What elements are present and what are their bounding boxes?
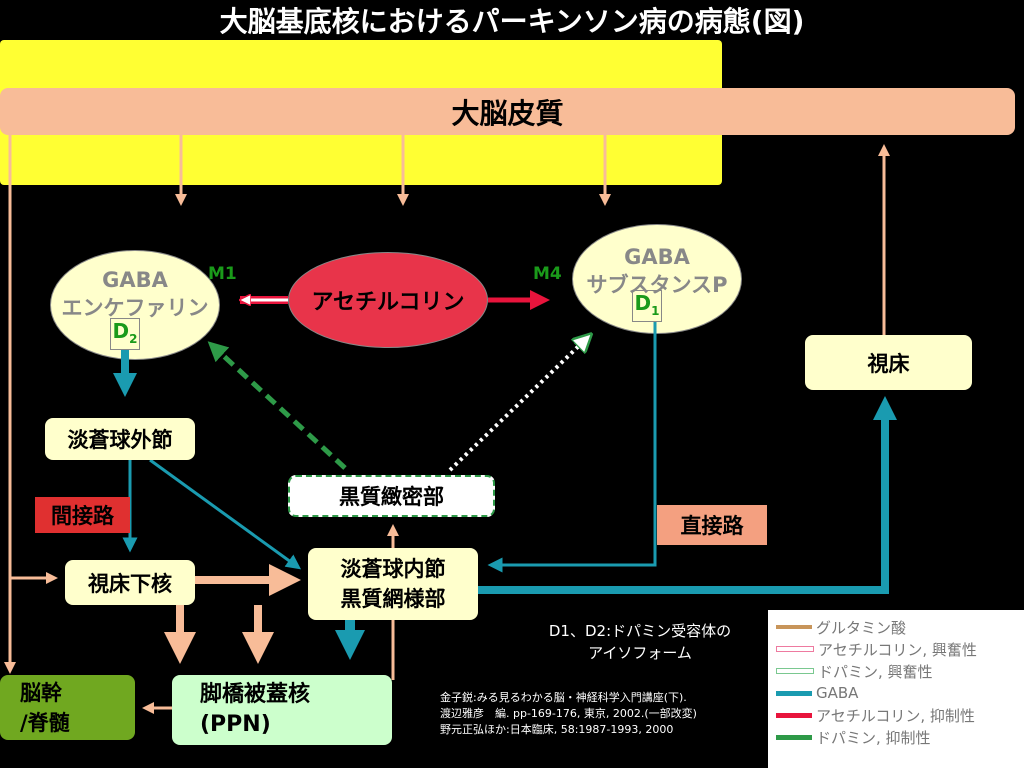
substance-p-neuron: GABA サブスタンスP [572, 224, 742, 334]
note-line2: アイソフォーム [588, 644, 692, 662]
arrow-icon [776, 668, 814, 674]
thalamus-box: 視床 [805, 335, 972, 390]
gpi-label: 淡蒼球内節 [340, 557, 446, 581]
right-cell-line1: GABA [624, 245, 690, 269]
note-line1: D1、D2:ドパミン受容体の [548, 622, 732, 640]
arrow-icon [776, 712, 812, 718]
m4-label: M4 [533, 264, 562, 284]
arrow-icon [776, 625, 812, 629]
reference: 野元正弘ほか:日本臨床, 58:1987-1993, 2000 [440, 723, 674, 736]
cerebral-cortex-box: 大脳皮質 [0, 88, 1015, 135]
subthalamic-nucleus-box: 視床下核 [65, 560, 195, 605]
reference: 金子鋭:みる見るわかる脳・神経科学入門講座(下). [440, 691, 687, 704]
brainstem-spinal-cord-box: 脳幹 /脊髄 [0, 675, 135, 740]
ppn-label: 脚橋被蓋核 [200, 682, 311, 707]
m1-label: M1 [208, 264, 237, 284]
legend-item-dopamine-excitatory: ドパミン, 興奮性 [776, 660, 1024, 682]
ppn-box: 脚橋被蓋核 (PPN) [172, 675, 392, 745]
substantia-nigra-compacta-box: 黒質緻密部 [288, 475, 495, 517]
page-title: 大脳基底核におけるパーキンソン病の病態(図) [219, 5, 805, 38]
globus-pallidus-externa-box: 淡蒼球外節 [45, 418, 195, 460]
striatum-label: 線条体 [85, 226, 152, 251]
receptor-note: D1、D2:ドパミン受容体の アイソフォーム [520, 620, 760, 664]
d2-receptor: D2 [110, 318, 140, 350]
legend-item-ach-inhibitory: アセチルコリン, 抑制性 [776, 704, 1024, 726]
arrow-icon [776, 734, 812, 740]
legend-item-ach-excitatory: アセチルコリン, 興奮性 [776, 638, 1024, 660]
spinal-cord-label: /脊髄 [20, 710, 70, 735]
d1-receptor: D1 [632, 290, 662, 322]
brainstem-label: 脳幹 [20, 680, 62, 705]
indirect-pathway-label: 間接路 [35, 497, 130, 533]
snr-label: 黒質網様部 [340, 587, 446, 611]
left-cell-line2: エンケファリン [61, 296, 209, 320]
arrow-icon [776, 690, 812, 696]
ppn-abbrev: (PPN) [200, 712, 271, 737]
legend-item-glutamate: グルタミン酸 [776, 616, 1024, 638]
gpi-snr-box: 淡蒼球内節 黒質網様部 [308, 548, 478, 620]
legend: グルタミン酸 アセチルコリン, 興奮性 ドパミン, 興奮性 GABA アセチルコ… [768, 610, 1024, 768]
references: 金子鋭:みる見るわかる脳・神経科学入門講座(下). 渡辺雅彦 編. pp-169… [440, 690, 697, 738]
enkephalin-neuron: GABA エンケファリン [50, 250, 220, 360]
legend-item-gaba: GABA [776, 682, 1024, 704]
legend-item-dopamine-inhibitory: ドパミン, 抑制性 [776, 726, 1024, 748]
arrow-icon [776, 646, 814, 652]
right-cell-line2: サブスタンスP [586, 273, 728, 297]
direct-pathway-label: 直接路 [657, 505, 767, 545]
left-cell-line1: GABA [102, 268, 168, 292]
acetylcholine-node: アセチルコリン [288, 252, 488, 348]
reference: 渡辺雅彦 編. pp-169-176, 東京, 2002.(一部改変) [440, 707, 697, 720]
